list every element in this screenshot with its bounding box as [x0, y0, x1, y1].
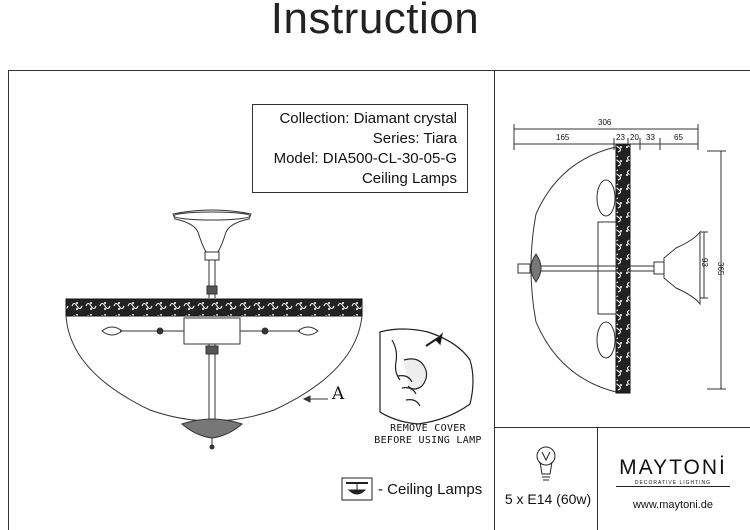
light-bulb-icon	[536, 446, 556, 481]
model-text: Model: DIA500-CL-30-05-G	[273, 150, 457, 167]
brand-tagline: DECORATIVE LIGHTING	[634, 480, 712, 486]
dim-23: 23	[616, 133, 625, 142]
dim-total-width: 306	[598, 118, 612, 127]
remove-cover-illustration	[379, 328, 474, 425]
divider-vertical	[494, 70, 495, 530]
callout-arrow	[302, 395, 328, 403]
brand-logo-mark	[616, 486, 730, 487]
lamp-side-view	[513, 124, 726, 394]
part-label-a: A	[332, 384, 345, 404]
legend-label: - Ceiling Lamps	[378, 481, 483, 498]
dim-height: 365	[716, 262, 725, 276]
divider-horizontal	[494, 427, 750, 428]
collection-text: Collection: Diamant crystal	[279, 110, 457, 127]
model-info-box: Collection: Diamant crystal Series: Tiar…	[252, 104, 468, 193]
type-text: Ceiling Lamps	[361, 170, 457, 187]
dim-33: 33	[646, 133, 655, 142]
ceiling-lamp-icon	[341, 477, 373, 501]
series-text: Series: Tiara	[372, 130, 457, 147]
brand-website[interactable]: www.maytoni.de	[632, 499, 714, 511]
page-title: Instruction	[270, 0, 480, 43]
dim-165: 165	[556, 133, 570, 142]
dim-mount: 93	[700, 258, 709, 267]
notice-line-1: REMOVE COVER	[390, 423, 466, 434]
divider-bulb-brand	[597, 427, 598, 530]
bulb-spec: 5 x E14 (60w)	[504, 491, 592, 507]
lamp-front-view	[65, 209, 363, 450]
drawing-frame	[8, 70, 750, 530]
brand-name: MAYTONİ	[619, 456, 727, 479]
notice-line-2: BEFORE USING LAMP	[374, 435, 482, 446]
remove-cover-notice: REMOVE COVER BEFORE USING LAMP	[368, 423, 488, 447]
dim-65: 65	[674, 133, 683, 142]
dim-20: 20	[630, 133, 639, 142]
